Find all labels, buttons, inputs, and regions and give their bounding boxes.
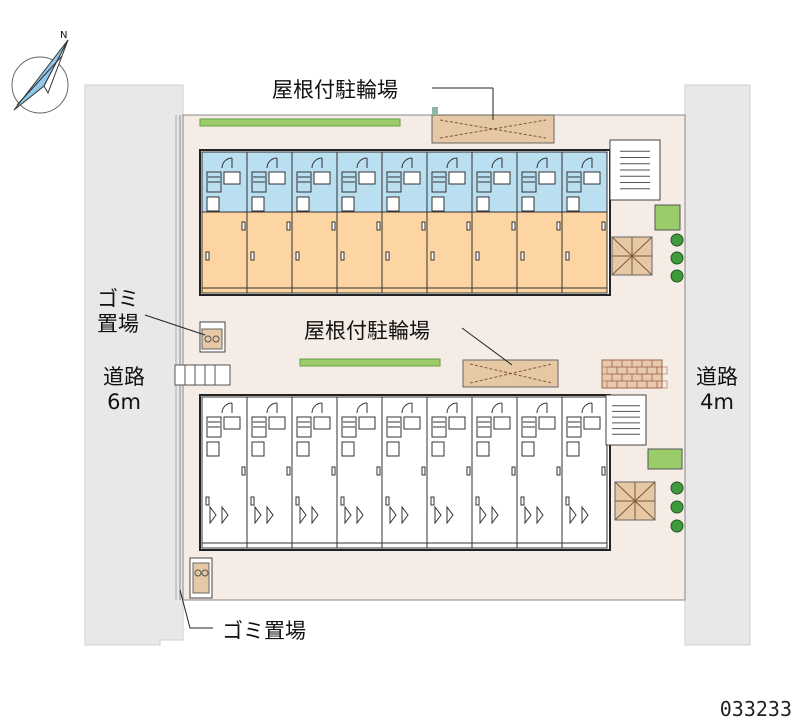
- unit: [336, 151, 383, 294]
- leader-garbage-left: [144, 314, 206, 336]
- road-right: [684, 84, 751, 646]
- label-garbage-left: ゴミ 置場: [88, 287, 148, 337]
- unit: [561, 396, 608, 549]
- unit: [471, 396, 518, 549]
- hedge-mid: [299, 358, 441, 367]
- stairs-lower: [605, 394, 647, 446]
- entrance-steps: [174, 364, 231, 386]
- garbage-area-left: [199, 321, 226, 353]
- brick-area: [601, 359, 668, 389]
- unit: [516, 151, 563, 294]
- unit: [246, 151, 293, 294]
- road-left-width: 6m: [107, 390, 141, 414]
- unit: [291, 396, 338, 549]
- stairs-upper: [609, 139, 661, 201]
- road-right-width: 4m: [700, 390, 734, 414]
- bike-rack-upper-right: [611, 236, 653, 276]
- unit: [381, 396, 428, 549]
- garbage-left-line2: 置場: [97, 312, 139, 336]
- unit: [561, 151, 608, 294]
- garbage-left-line1: ゴミ: [97, 287, 139, 311]
- bike-rack-lower-right: [614, 481, 656, 521]
- unit: [471, 151, 518, 294]
- label-road-right: 道路 4m: [686, 365, 748, 415]
- unit: [291, 151, 338, 294]
- planter-lower: [647, 448, 683, 470]
- road-right-name: 道路: [696, 365, 738, 389]
- compass-n-label: N: [60, 30, 68, 41]
- hedge-top: [199, 118, 401, 127]
- lower-building: [199, 394, 611, 551]
- leader-bike-mid: [461, 327, 513, 366]
- label-bike-parking-middle: 屋根付駐輪場: [304, 319, 430, 343]
- road-left: [84, 84, 184, 646]
- road-left-name: 道路: [103, 365, 145, 389]
- trees-lower: [670, 481, 684, 533]
- unit: [381, 151, 428, 294]
- label-garbage-bottom: ゴミ置場: [222, 619, 306, 643]
- leader-garbage-bottom: [179, 589, 213, 629]
- label-road-left: 道路 6m: [92, 365, 156, 415]
- property-code: 033233: [719, 697, 792, 721]
- unit: [516, 396, 563, 549]
- unit: [201, 151, 248, 294]
- unit: [426, 396, 473, 549]
- unit: [336, 396, 383, 549]
- trees-upper: [670, 233, 684, 283]
- upper-building: [199, 149, 611, 296]
- unit: [246, 396, 293, 549]
- label-bike-parking-top: 屋根付駐輪場: [272, 78, 398, 102]
- garbage-area-bottom: [189, 557, 213, 599]
- compass-icon: [11, 39, 69, 114]
- unit: [201, 396, 248, 549]
- unit: [426, 151, 473, 294]
- planter-upper: [654, 204, 681, 231]
